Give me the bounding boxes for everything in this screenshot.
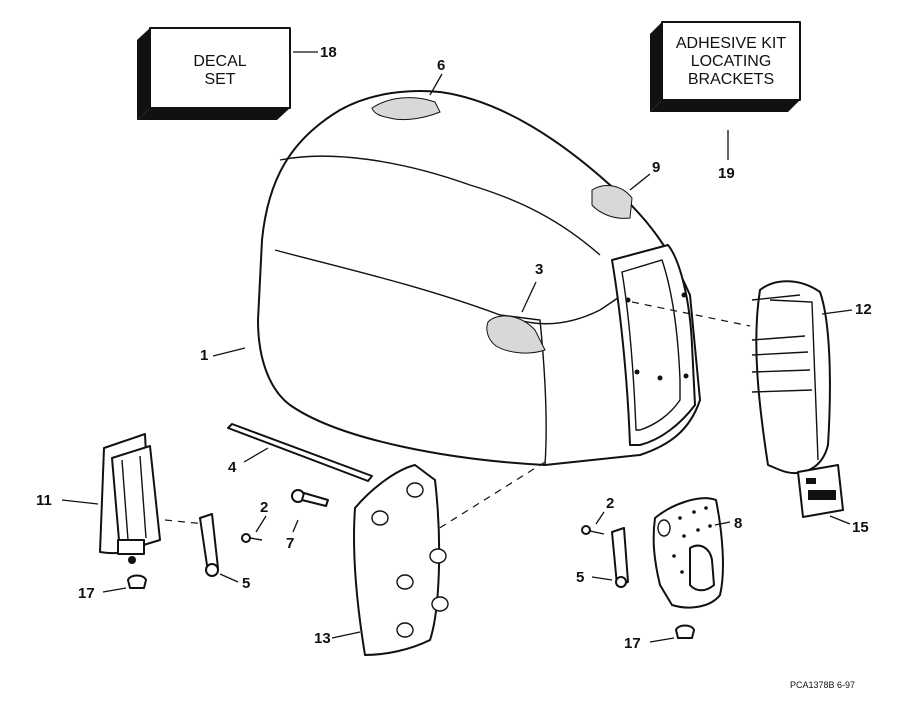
rubber-grommet-right xyxy=(675,624,695,639)
callout-18: 18 xyxy=(320,44,337,61)
callout-3: 3 xyxy=(535,261,543,278)
decal-9 xyxy=(591,185,633,219)
rubber-grommet-left xyxy=(127,574,147,589)
callout-5a: 5 xyxy=(242,575,250,592)
callout-1: 1 xyxy=(200,347,208,364)
adhesive-kit-label-line2: LOCATING xyxy=(691,53,772,70)
callout-5b: 5 xyxy=(576,569,584,586)
callout-6: 6 xyxy=(437,57,445,74)
callout-17a: 17 xyxy=(78,585,95,602)
adhesive-kit-box: ADHESIVE KIT LOCATING BRACKETS xyxy=(650,21,801,112)
callout-2b: 2 xyxy=(606,495,614,512)
rear-plate xyxy=(652,497,724,609)
screw-right xyxy=(581,525,605,535)
seal-strip xyxy=(227,423,373,482)
callout-8: 8 xyxy=(734,515,742,532)
decal-3 xyxy=(486,315,546,354)
adhesive-kit-label-line1: ADHESIVE KIT xyxy=(676,35,786,52)
callout-17b: 17 xyxy=(624,635,641,652)
screw-left xyxy=(241,533,263,543)
callout-19: 19 xyxy=(718,165,735,182)
air-intake-grille xyxy=(751,280,853,474)
callout-15: 15 xyxy=(852,519,869,536)
callout-2a: 2 xyxy=(260,499,268,516)
callout-4: 4 xyxy=(228,459,237,476)
callout-7: 7 xyxy=(286,535,294,552)
latch-left xyxy=(199,513,219,577)
stud-bolt xyxy=(291,489,329,507)
callout-11: 11 xyxy=(36,492,52,509)
callout-13: 13 xyxy=(314,630,331,647)
callout-9: 9 xyxy=(652,159,660,176)
decal-6 xyxy=(371,97,441,121)
drawing-reference-code: PCA1378B 6-97 xyxy=(790,680,855,690)
callout-12: 12 xyxy=(855,301,872,318)
adhesive-kit-label-line3: BRACKETS xyxy=(688,71,774,88)
front-plate xyxy=(353,464,449,656)
decal-set-box: DECAL SET xyxy=(137,27,291,120)
decal-set-label-line1: DECAL xyxy=(193,53,246,70)
latch-right xyxy=(611,527,629,588)
decal-set-label-line2: SET xyxy=(204,71,235,88)
engine-cover xyxy=(257,89,701,466)
mount-bracket xyxy=(99,433,161,564)
small-decal-15 xyxy=(797,464,851,525)
